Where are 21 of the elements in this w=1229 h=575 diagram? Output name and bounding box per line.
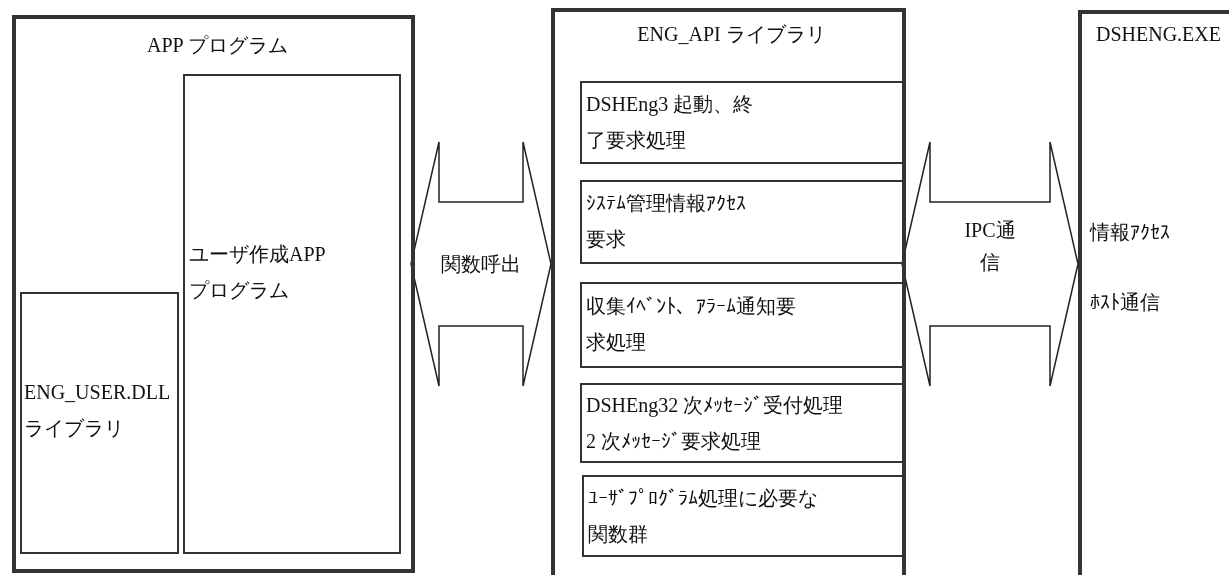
box-label: 収集ｲﾍﾞﾝﾄ、ｱﾗｰﾑ通知要求処理 [586,294,796,355]
feature-label: ﾎｽﾄ通信 [1090,290,1161,315]
panel-title: APP プログラム [146,33,289,58]
box-label: ENG_USER.DLLライブラリ [24,380,172,441]
panel-title: ENG_API ライブラリ [636,22,827,47]
function-box [580,81,904,164]
function-box [580,282,904,368]
feature-label: 情報ｱｸｾｽ [1090,220,1171,245]
library-panel [551,8,906,575]
library-box [20,292,179,554]
program-panel [12,15,415,573]
panel-title: DSHENG.EXE [1095,22,1222,47]
function-box [580,383,904,463]
box-label: ｼｽﾃﾑ管理情報ｱｸｾｽ要求 [586,191,747,252]
process-panel [1078,10,1229,575]
box-label: ユーザ作成APP プログラム [189,242,326,303]
box-label: ﾕｰｻﾞﾌﾟﾛｸﾞﾗﾑ処理に必要な関数群 [588,486,819,547]
box-label: DSHEng32 次ﾒｯｾｰｼﾞ受付処理2 次ﾒｯｾｰｼﾞ要求処理 [586,393,845,454]
function-box [580,180,904,264]
program-box [183,74,401,554]
box-label: DSHEng3 起動、終了要求処理 [586,92,755,153]
